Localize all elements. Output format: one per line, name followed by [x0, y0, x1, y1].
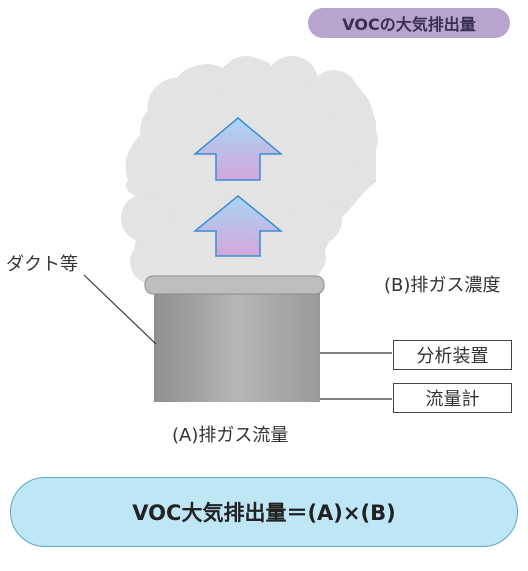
formula-box: VOC大気排出量＝(A)×(B)	[10, 477, 518, 547]
title-text: VOCの大気排出量	[342, 15, 476, 34]
duct-stack-body	[154, 288, 320, 402]
duct-leader-line	[83, 274, 157, 345]
upward-arrow-icon	[192, 195, 284, 257]
duct-label: ダクト等	[6, 254, 78, 275]
concentration-label: (B)排ガス濃度	[384, 275, 501, 296]
flow-label: (A)排ガス流量	[172, 425, 289, 446]
analyzer-label: 分析装置	[416, 346, 489, 367]
flowmeter-box: 流量計	[393, 383, 512, 413]
formula-text: VOC大気排出量＝(A)×(B)	[132, 501, 396, 525]
voc-emission-diagram	[83, 56, 392, 402]
title-badge: VOCの大気排出量	[308, 8, 510, 38]
smoke-cloud	[121, 56, 378, 288]
flowmeter-label: 流量計	[425, 389, 480, 410]
analyzer-box: 分析装置	[393, 340, 512, 370]
duct-stack-rim	[144, 275, 325, 295]
upward-arrow-icon	[192, 117, 284, 181]
